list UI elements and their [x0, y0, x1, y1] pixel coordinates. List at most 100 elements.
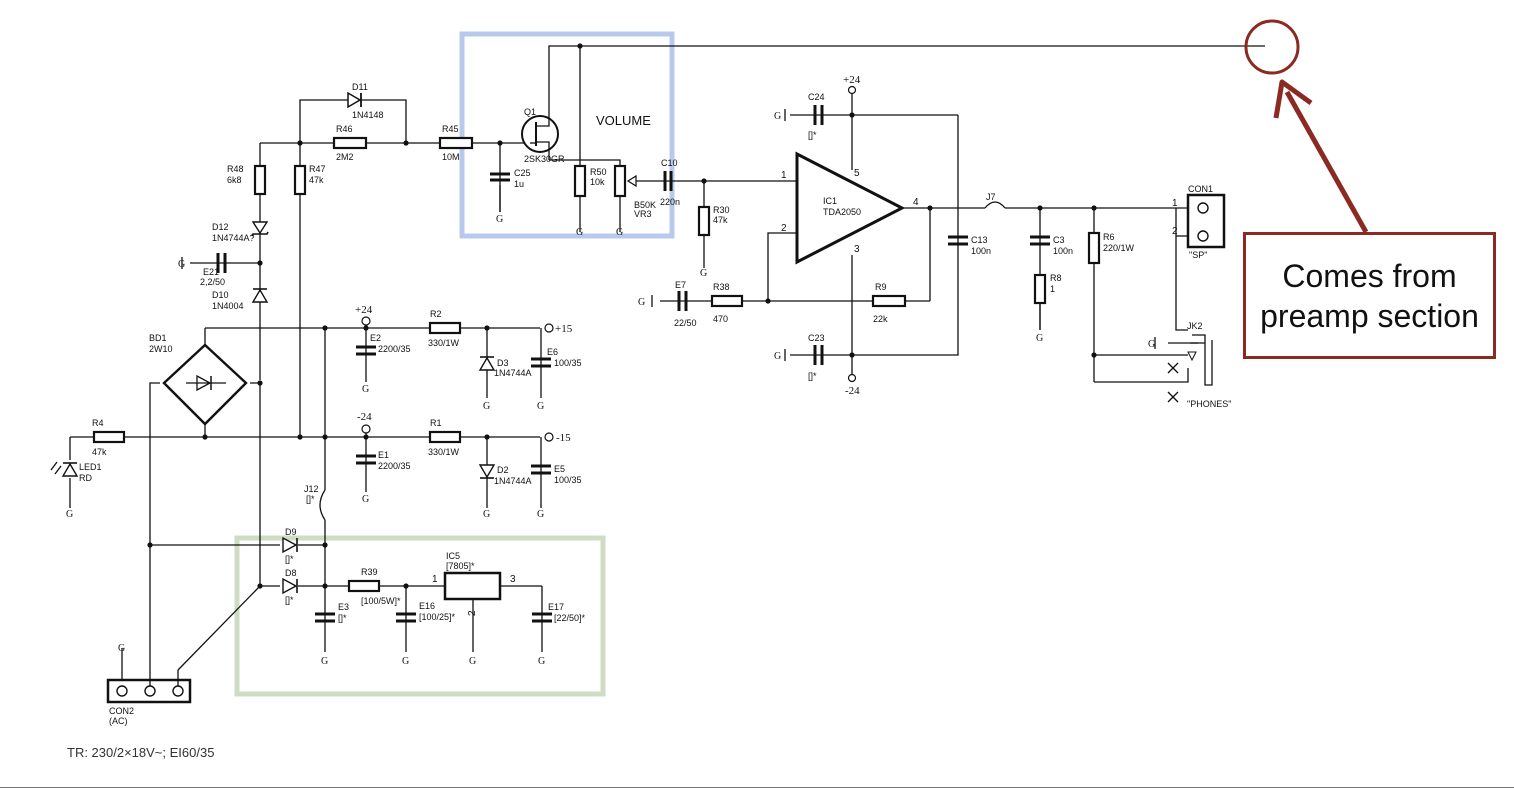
c24-value: []*: [808, 130, 817, 140]
e3-value: []*: [338, 613, 347, 623]
capacitor-e21: G E21 2,2/50: [178, 253, 227, 287]
zener-d12: D12 1N4744A?: [212, 221, 269, 243]
r8-value: 1: [1050, 284, 1055, 294]
diode-d8: D8 []*: [282, 568, 298, 605]
q1-ref: Q1: [524, 107, 536, 117]
capacitor-e1: E1 2200/35 -24 G: [356, 411, 411, 505]
r2-ref: R2: [430, 309, 442, 319]
c10-value: 220n: [660, 197, 680, 207]
svg-text:2: 2: [1172, 226, 1178, 237]
gnd-r8: G: [1036, 333, 1043, 344]
gnd-led1: G: [66, 509, 73, 520]
capacitor-e17: E17 [22/50]* G: [532, 602, 586, 667]
d3-value: 1N4744A: [494, 368, 532, 378]
capacitor-c23: G C23 []*: [774, 333, 825, 381]
zener-d3: D3 1N4744A G: [478, 356, 532, 412]
svg-text:5: 5: [854, 168, 860, 179]
diode-d11: D11 1N4148: [347, 82, 384, 120]
e17-ref: E17: [548, 602, 564, 612]
gnd-e5: G: [537, 509, 544, 520]
e3-ref: E3: [338, 602, 349, 612]
e5-value: 100/35: [554, 475, 582, 485]
e6-value: 100/35: [554, 358, 582, 368]
c10-ref: C10: [661, 158, 678, 168]
gnd-d3: G: [483, 401, 490, 412]
vr3-ref: VR3: [634, 209, 652, 219]
gnd-c24: G: [774, 111, 781, 122]
resistor-r50: R50 10k: [573, 164, 607, 198]
c25-value: 1u: [514, 179, 524, 189]
e6-ref: E6: [547, 347, 558, 357]
bd1-ref: BD1: [149, 333, 167, 343]
c23-value: []*: [808, 371, 817, 381]
j12-value: []*: [306, 494, 315, 504]
r50-ref: R50: [590, 167, 607, 177]
capacitor-c10: C10 220n: [660, 158, 680, 207]
gnd-e2: G: [362, 384, 369, 395]
ground-labels: G G G G: [496, 185, 707, 279]
d12-ref: D12: [212, 222, 229, 232]
e2-ref: E2: [370, 333, 381, 343]
jack-jk2: G JK2 "PHONES": [1148, 321, 1231, 409]
capacitor-e16: E16 [100/25]* G: [396, 601, 456, 667]
gnd-c23: G: [774, 351, 781, 362]
transformer-note: TR: 230/2×18V~; EI60/35: [67, 745, 215, 760]
regulator-highlight-box: [234, 535, 606, 697]
e5-ref: E5: [554, 464, 565, 474]
resistor-r46: R46 2M2: [332, 124, 368, 162]
r6-value: 220/1W: [1103, 243, 1135, 253]
ic5-ref: IC5: [446, 551, 460, 561]
e7-value: 22/50: [674, 318, 697, 328]
c25-ref: C25: [514, 168, 531, 178]
led1-ref: LED1: [79, 462, 102, 472]
wires: [69, 45, 1265, 680]
svg-text:1: 1: [1172, 198, 1178, 209]
r50-value: 10k: [590, 177, 605, 187]
resistor-r6: R6 220/1W: [1087, 231, 1135, 265]
j12-ref: J12: [304, 484, 319, 494]
svg-text:2: 2: [467, 610, 478, 616]
gnd-vr3: G: [616, 227, 623, 238]
c13-ref: C13: [971, 235, 988, 245]
con1-value: "SP": [1189, 250, 1207, 260]
r4-value: 47k: [92, 447, 107, 457]
resistor-r47: R47 47k: [293, 164, 326, 196]
rail-p24-top: +24: [843, 74, 861, 86]
capacitor-e2: E2 2200/35 +24 G: [355, 304, 411, 395]
resistor-r39: R39 [100/5W]*: [347, 567, 401, 606]
d2-value: 1N4744A: [494, 476, 532, 486]
gnd-e17: G: [538, 656, 545, 667]
diode-d9: D9 []*: [282, 527, 298, 564]
r45-ref: R45: [442, 124, 459, 134]
gnd-jk2: G: [1148, 339, 1155, 350]
gnd-d2: G: [483, 509, 490, 520]
svg-text:3: 3: [510, 574, 516, 585]
r1-value: 330/1W: [428, 447, 460, 457]
r46-ref: R46: [336, 124, 353, 134]
r6-ref: R6: [1103, 232, 1115, 242]
con2-value: (AC): [109, 716, 128, 726]
svg-text:3: 3: [854, 244, 860, 255]
bridge-bd1: BD1 2W10: [149, 333, 248, 426]
d9-value: []*: [285, 554, 294, 564]
r47-value: 47k: [309, 175, 324, 185]
r38-ref: R38: [713, 282, 730, 292]
junction-dots: [147, 43, 1097, 589]
ic5-value: [7805]*: [446, 561, 475, 571]
r1-ref: R1: [430, 418, 442, 428]
volume-label: VOLUME: [596, 113, 651, 128]
capacitor-c24: G C24 []*: [774, 92, 825, 140]
e1-ref: E1: [378, 450, 389, 460]
gnd-e7: G: [638, 297, 645, 308]
r9-ref: R9: [875, 282, 887, 292]
resistor-r38: R38 470: [710, 282, 744, 324]
con1-ref: CON1: [1188, 184, 1213, 194]
c23-ref: C23: [808, 333, 825, 343]
resistor-r8: R8 1 G: [1033, 273, 1062, 344]
e2-value: 2200/35: [378, 344, 411, 354]
gnd-e21: G: [178, 259, 185, 270]
r30-ref: R30: [713, 205, 730, 215]
r30-value: 47k: [713, 215, 728, 225]
gnd-r30: G: [700, 268, 707, 279]
